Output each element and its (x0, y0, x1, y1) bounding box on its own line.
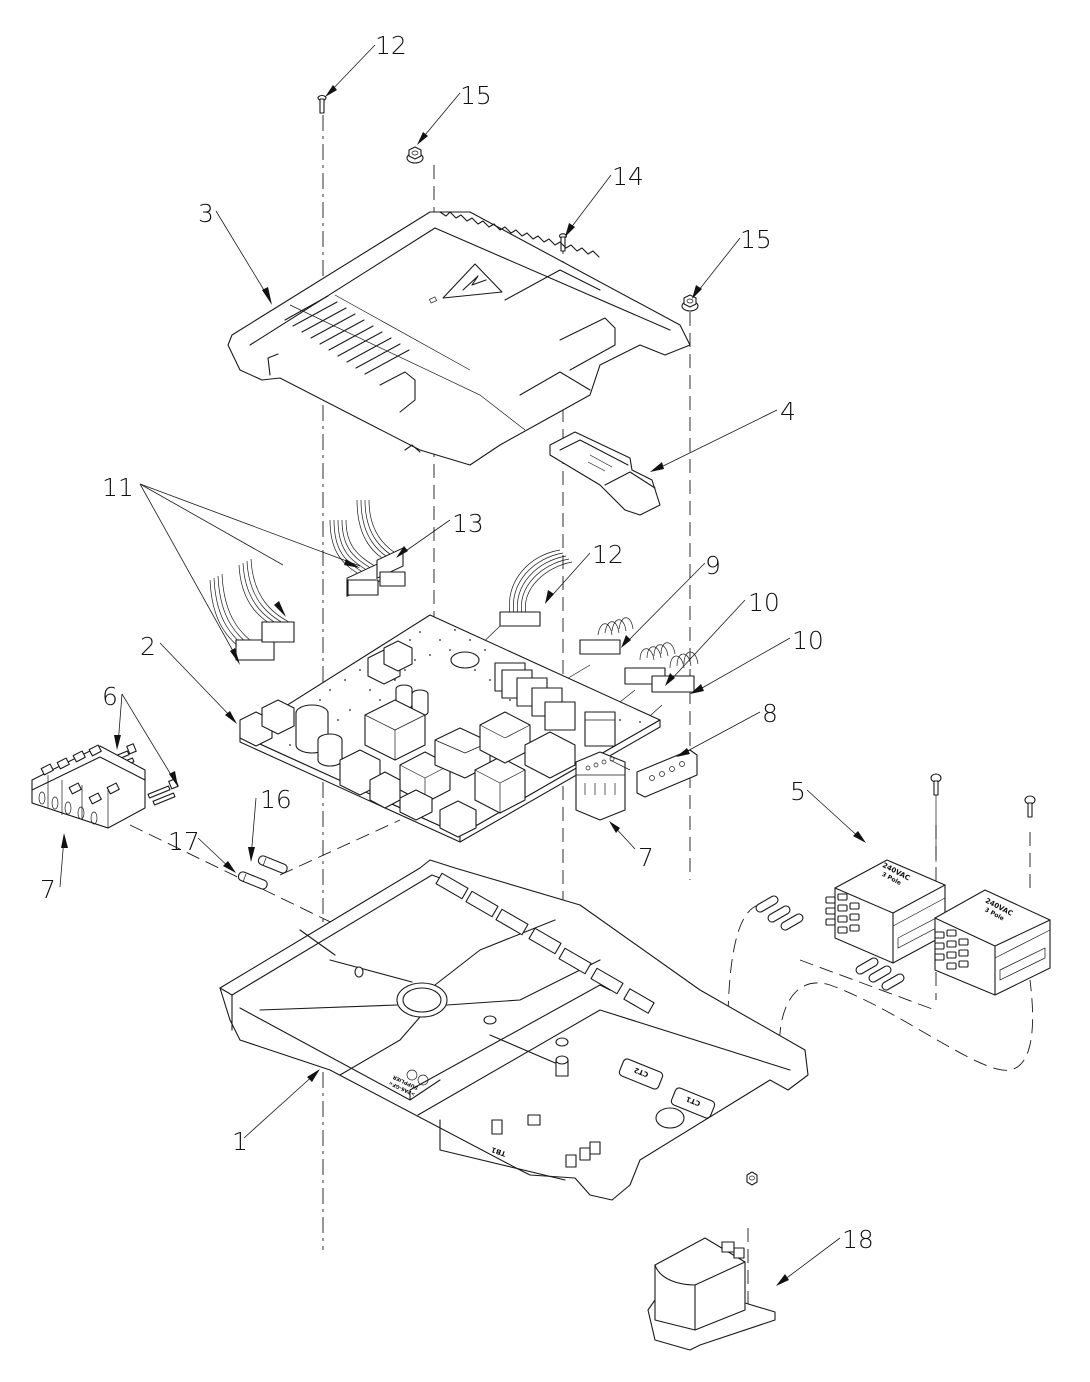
ring-terminals-lower (855, 957, 905, 991)
callout-10-upper: 9 (705, 551, 721, 580)
callout-4: 4 (780, 397, 796, 426)
flange-nut-15-right (681, 294, 699, 312)
ribbon-cable-group-left (209, 558, 295, 661)
communication-module-cover (549, 431, 661, 516)
harness-connector-10-right (639, 651, 699, 726)
central-ring (396, 982, 448, 1018)
callout-leaders (59, 44, 866, 1286)
pluggable-terminal-connector (575, 751, 626, 821)
callout-2: 2 (140, 632, 156, 661)
callout-14-right: 14 (612, 162, 644, 191)
callout-14-left: 12 (375, 31, 407, 60)
hazard-warning-icon (428, 263, 503, 304)
relay-5-front: 240VAC 3 Pole (825, 859, 946, 964)
control-circuit-board (239, 614, 661, 843)
callout-17: 17 (168, 827, 200, 856)
screw-14-right (558, 233, 568, 252)
ring-terminals-upper (755, 895, 804, 931)
base-clip-slots (435, 872, 655, 1014)
flange-nut-15-left (406, 146, 424, 164)
screw-14-left (317, 94, 327, 114)
callout-3: 3 (198, 199, 214, 228)
callout-12-left: 11 (102, 473, 134, 502)
callout-12-right: 12 (592, 540, 624, 569)
ribbon-cable-group-right (469, 549, 573, 656)
relay-pins (825, 893, 860, 934)
top-cover (227, 211, 691, 466)
callout-7: 7 (40, 875, 56, 904)
callout-15-left: 15 (460, 81, 492, 110)
callout-10-lower: 10 (792, 626, 824, 655)
transformer (647, 1171, 776, 1351)
callout-15-right: 15 (740, 225, 772, 254)
callout-9: 8 (762, 699, 778, 728)
ct2-marking: CT2 (618, 1058, 664, 1090)
ribbon-cable-group-center (329, 499, 406, 597)
fuse-16 (257, 855, 288, 874)
base-enclosure: CT2 CT1 TB1 >PA6-GF< SUPPLIER (219, 859, 809, 1201)
harness-connector-10-left (564, 617, 634, 681)
terminal-block (31, 744, 146, 829)
callout-18: 18 (842, 1225, 874, 1254)
callout-1: 1 (232, 1127, 248, 1156)
relay-5-rear: 240VAC 3 Pole (934, 889, 1051, 996)
callout-13: 13 (452, 509, 484, 538)
callout-11: 10 (748, 588, 780, 617)
heatsink-fins (494, 662, 616, 747)
callout-6: 6 (102, 682, 118, 711)
fuse-17 (237, 871, 268, 890)
callout-5: 5 (790, 777, 806, 806)
callout-16: 16 (260, 785, 292, 814)
vent-slots (284, 295, 410, 375)
relay-pins (934, 929, 969, 970)
relay-mounting-screws (930, 773, 1036, 862)
ct1-marking: CT1 (670, 1087, 716, 1119)
callout-8: 7 (638, 843, 654, 872)
callout-labels: 12 15 3 14 15 4 11 13 12 9 10 10 8 7 2 6… (40, 31, 874, 1254)
